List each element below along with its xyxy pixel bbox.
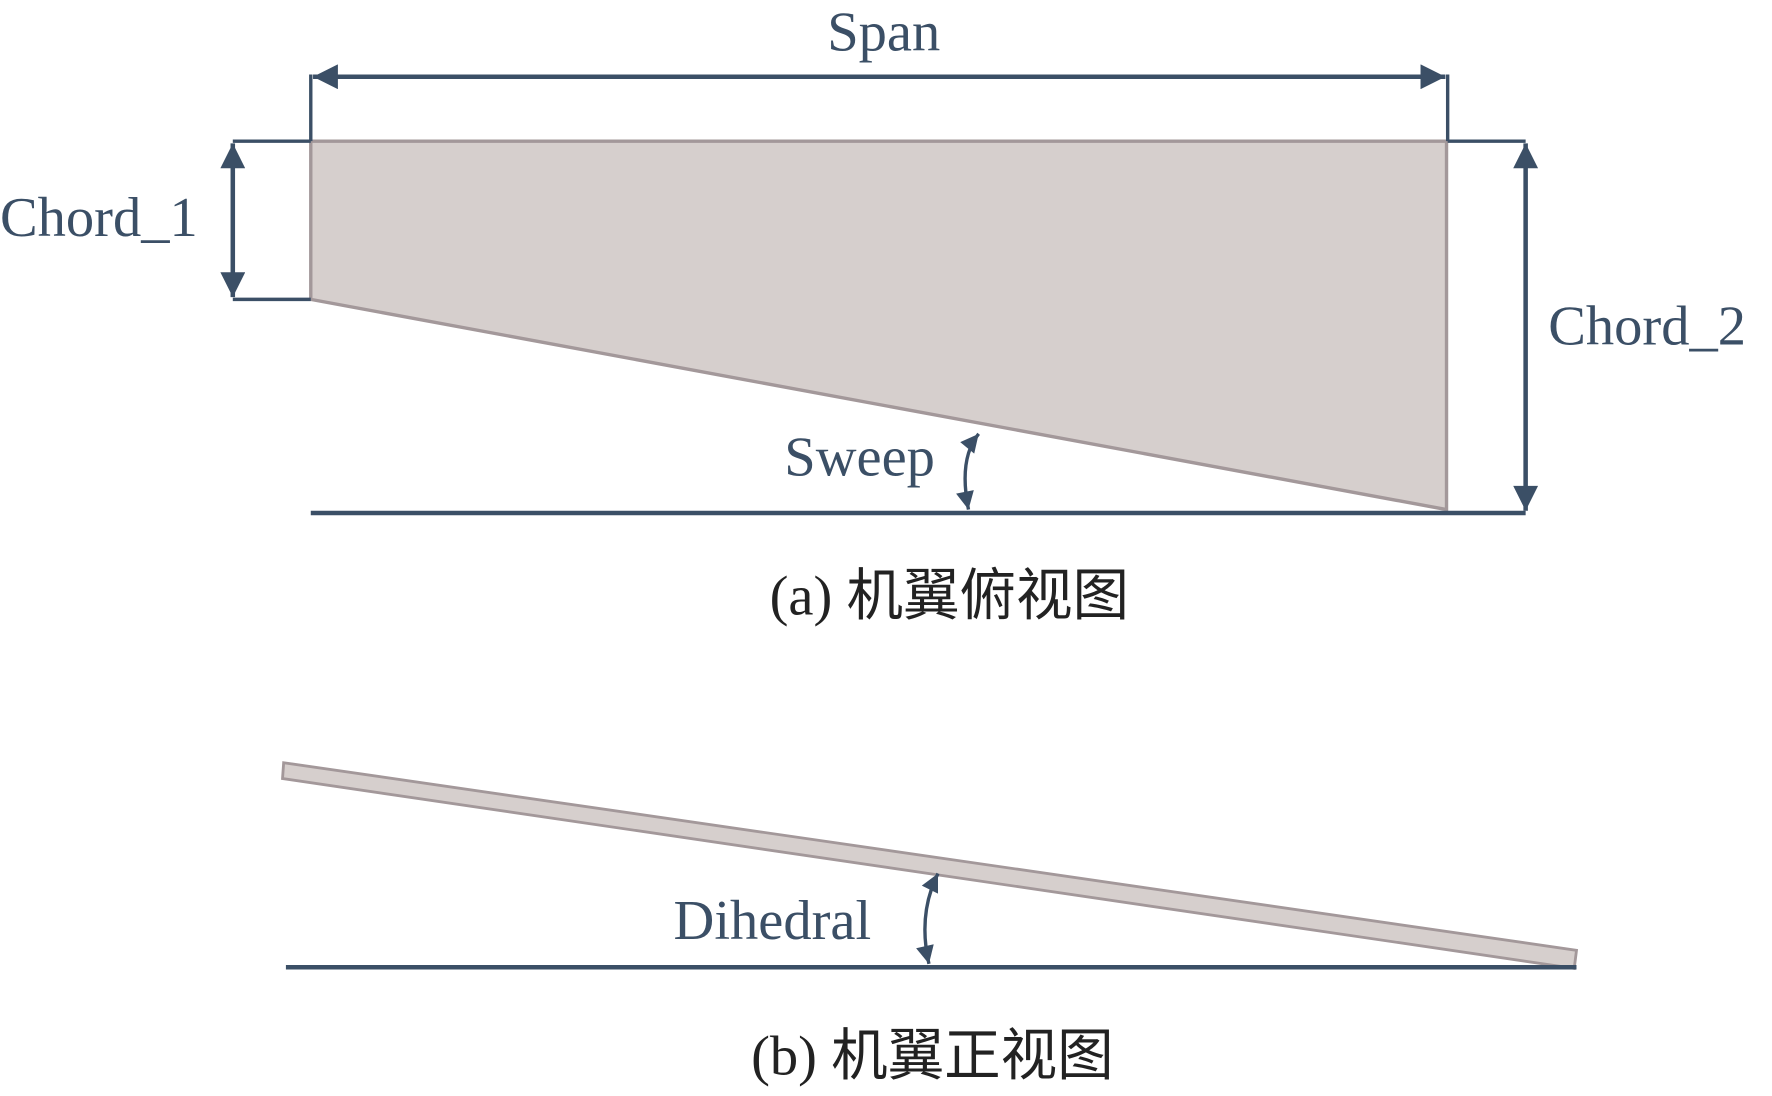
wing-planform: [309, 139, 1449, 512]
dihedral-angle-arrow: [916, 872, 940, 965]
front-view: Dihedral (b) 机翼正视图: [281, 761, 1579, 1088]
chord1-label: Chord_1: [0, 187, 198, 249]
wing-front-profile: [281, 761, 1579, 971]
chord2-label: Chord_2: [1548, 296, 1746, 358]
sweep-label: Sweep: [784, 427, 935, 489]
top-view-caption: (a) 机翼俯视图: [770, 566, 1129, 628]
front-view-caption: (b) 机翼正视图: [751, 1026, 1114, 1088]
span-label: Span: [827, 2, 940, 64]
sweep-angle-arrow: [956, 432, 981, 510]
dihedral-label: Dihedral: [674, 890, 872, 952]
top-view: Span Chord_1 Chord_2 Sweep (a) 机翼俯视图: [0, 2, 1746, 628]
